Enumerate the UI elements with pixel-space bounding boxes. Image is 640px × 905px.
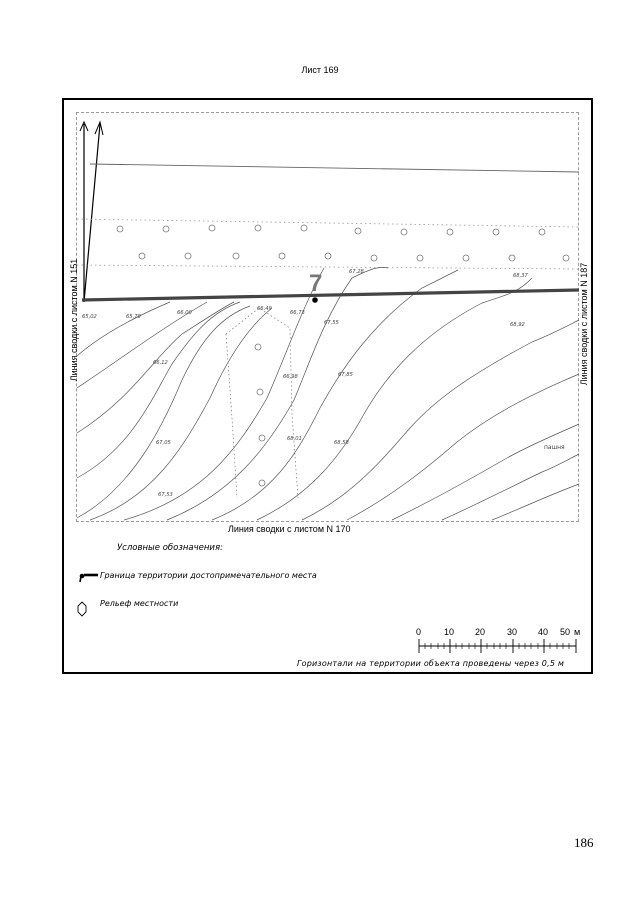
scale-tick-label: 10 bbox=[444, 627, 454, 637]
legend-title: Условные обозначения: bbox=[117, 543, 223, 553]
north-arrow bbox=[79, 120, 104, 303]
scale-tick-label: 40 bbox=[538, 627, 548, 637]
elevation-label: 68,92 bbox=[510, 322, 525, 328]
scale-unit: м bbox=[574, 627, 580, 637]
elevation-label: 66,98 bbox=[283, 374, 299, 380]
boundary-line bbox=[81, 288, 580, 302]
elevation-label: 67,28 bbox=[349, 269, 365, 275]
scale-tick-label: 50 bbox=[560, 627, 570, 637]
legend-boundary-symbol bbox=[79, 573, 98, 583]
sheet-title: Лист 169 bbox=[301, 65, 339, 75]
legend-relief-label: Рельеф местности bbox=[100, 599, 179, 608]
elevation-label: 68,01 bbox=[287, 436, 302, 442]
scale-tick-label: 30 bbox=[507, 627, 517, 637]
tree-symbols bbox=[116, 224, 570, 487]
legend-relief-symbol bbox=[77, 601, 87, 617]
map-drawing: 7 65,02 65,78 66,00 66,49 66,73 67,28 68… bbox=[76, 120, 580, 653]
scale-bar: 0 10 20 30 40 50 м bbox=[416, 627, 580, 653]
scale-tick-label: 20 bbox=[475, 627, 485, 637]
elevation-labels: 65,02 65,78 66,00 66,49 66,73 67,28 68,3… bbox=[82, 269, 529, 498]
legend-boundary-label: Граница территории достопримечательного … bbox=[100, 571, 317, 580]
elevation-label: 68,37 bbox=[513, 273, 529, 279]
elevation-label: 66,49 bbox=[257, 306, 272, 312]
relief-area-outline bbox=[225, 307, 299, 499]
boundary-point bbox=[312, 297, 318, 303]
page-number: 186 bbox=[574, 835, 594, 850]
elevation-label: 67,55 bbox=[324, 320, 340, 326]
map-frame bbox=[62, 98, 593, 674]
scale-tick-label: 0 bbox=[416, 627, 421, 637]
field-edge-top bbox=[76, 218, 580, 228]
elevation-label: 65,02 bbox=[82, 314, 97, 320]
elevation-label: 67,85 bbox=[338, 372, 354, 378]
field-edge-bottom bbox=[76, 264, 580, 270]
contour-interval-note: Горизонтали на территории объекта провед… bbox=[297, 659, 565, 668]
land-use-label: пашня bbox=[544, 444, 565, 451]
elevation-label: 66,00 bbox=[177, 310, 193, 316]
bottom-junction-label: Линия сводки с листом N 170 bbox=[228, 524, 351, 534]
elevation-label: 67,53 bbox=[158, 492, 173, 498]
elevation-label: 67,05 bbox=[156, 440, 172, 446]
map-inner-area bbox=[76, 112, 579, 522]
road-line bbox=[89, 163, 580, 173]
elevation-label: 65,78 bbox=[126, 314, 142, 320]
left-junction-label: Линия сводки с листом N 151 bbox=[69, 258, 79, 382]
right-junction-label: Линия сводки с листом N 187 bbox=[579, 262, 589, 386]
contour-lines bbox=[76, 266, 580, 521]
elevation-label: 66,73 bbox=[290, 310, 305, 316]
elevation-label: 66,12 bbox=[153, 360, 168, 366]
elevation-label: 68,58 bbox=[334, 440, 350, 446]
point-number: 7 bbox=[309, 270, 322, 297]
